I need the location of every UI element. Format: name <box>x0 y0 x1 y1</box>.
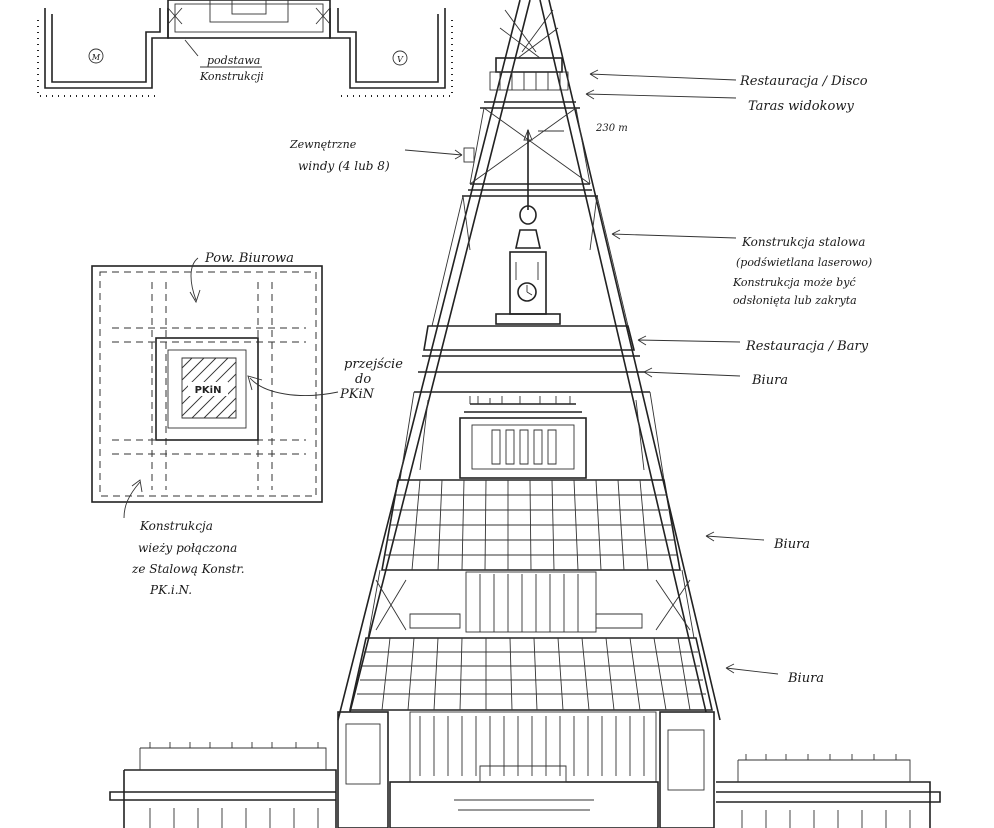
structure-note-line-2: wieży połączona <box>138 541 237 555</box>
annotation-steel-4: odsłonięta lub zakryta <box>733 294 857 307</box>
structure-note: Konstrukcja wieży połączona ze Stalową K… <box>131 519 245 597</box>
office-area-label: Pow. Biurowa <box>204 251 294 266</box>
annotation-elevators-1: Zewnętrzne <box>289 138 357 151</box>
structure-note-line-4: PK.i.N. <box>149 583 192 597</box>
offices-band-1 <box>381 479 681 571</box>
plan-marker-right-label: V <box>397 55 404 64</box>
annotation-height: 230 m <box>595 123 628 134</box>
annotation-restaurants-bars: Restauracja / Bary <box>745 339 869 354</box>
top-restaurant <box>489 57 569 91</box>
annotation-steel-1: Konstrukcja stalowa <box>741 235 865 249</box>
plan-base-label-2: Konstrukcji <box>199 70 264 83</box>
plan-marker-left-label: M <box>91 53 101 62</box>
external-elevator-box <box>463 147 475 163</box>
pkin-inset-label: PKiN <box>195 385 222 396</box>
structure-note-line-3: ze Stalową Konstr. <box>131 562 245 576</box>
annotation-offices-2: Biura <box>773 537 810 552</box>
floor-plan-inset: PKiN Pow. Biurowa przejście do PKiN Kons… <box>91 251 403 597</box>
site-plan: M V podstawa Konstrukcji <box>37 0 453 97</box>
offices-band-2 <box>349 637 713 711</box>
annotation-steel-structure: Konstrukcja stalowa (podświetlana lasero… <box>732 235 872 307</box>
palace-base <box>109 711 941 828</box>
annotation-steel-3: Konstrukcja może być <box>732 276 856 289</box>
annotation-elevators-2: windy (4 lub 8) <box>298 159 390 173</box>
structure-note-line-1: Konstrukcja <box>139 519 213 533</box>
plan-marker-right <box>392 50 408 66</box>
pkin-spire <box>509 128 547 315</box>
annotations: Restauracja / Disco Taras widokowy 230 m… <box>289 69 872 686</box>
annotation-offices-1: Biura <box>751 373 788 388</box>
plan-base-label-1: podstawa <box>207 54 260 67</box>
steel-tower <box>337 0 721 721</box>
restaurants-bars-band <box>414 325 650 393</box>
annotation-steel-2: (podświetlana laserowo) <box>736 256 872 269</box>
pkin-tower-midbody <box>409 571 643 633</box>
passage-label-1: przejście <box>344 357 403 372</box>
passage-label-2: do <box>355 372 371 387</box>
passage-label-3: PKiN <box>339 387 375 402</box>
plan-marker-left <box>88 48 104 64</box>
annotation-restaurant-disco: Restauracja / Disco <box>739 74 868 89</box>
pkin-clock-tower-body <box>459 396 587 479</box>
annotation-terrace: Taras widokowy <box>748 99 854 114</box>
annotation-offices-3: Biura <box>787 671 824 686</box>
